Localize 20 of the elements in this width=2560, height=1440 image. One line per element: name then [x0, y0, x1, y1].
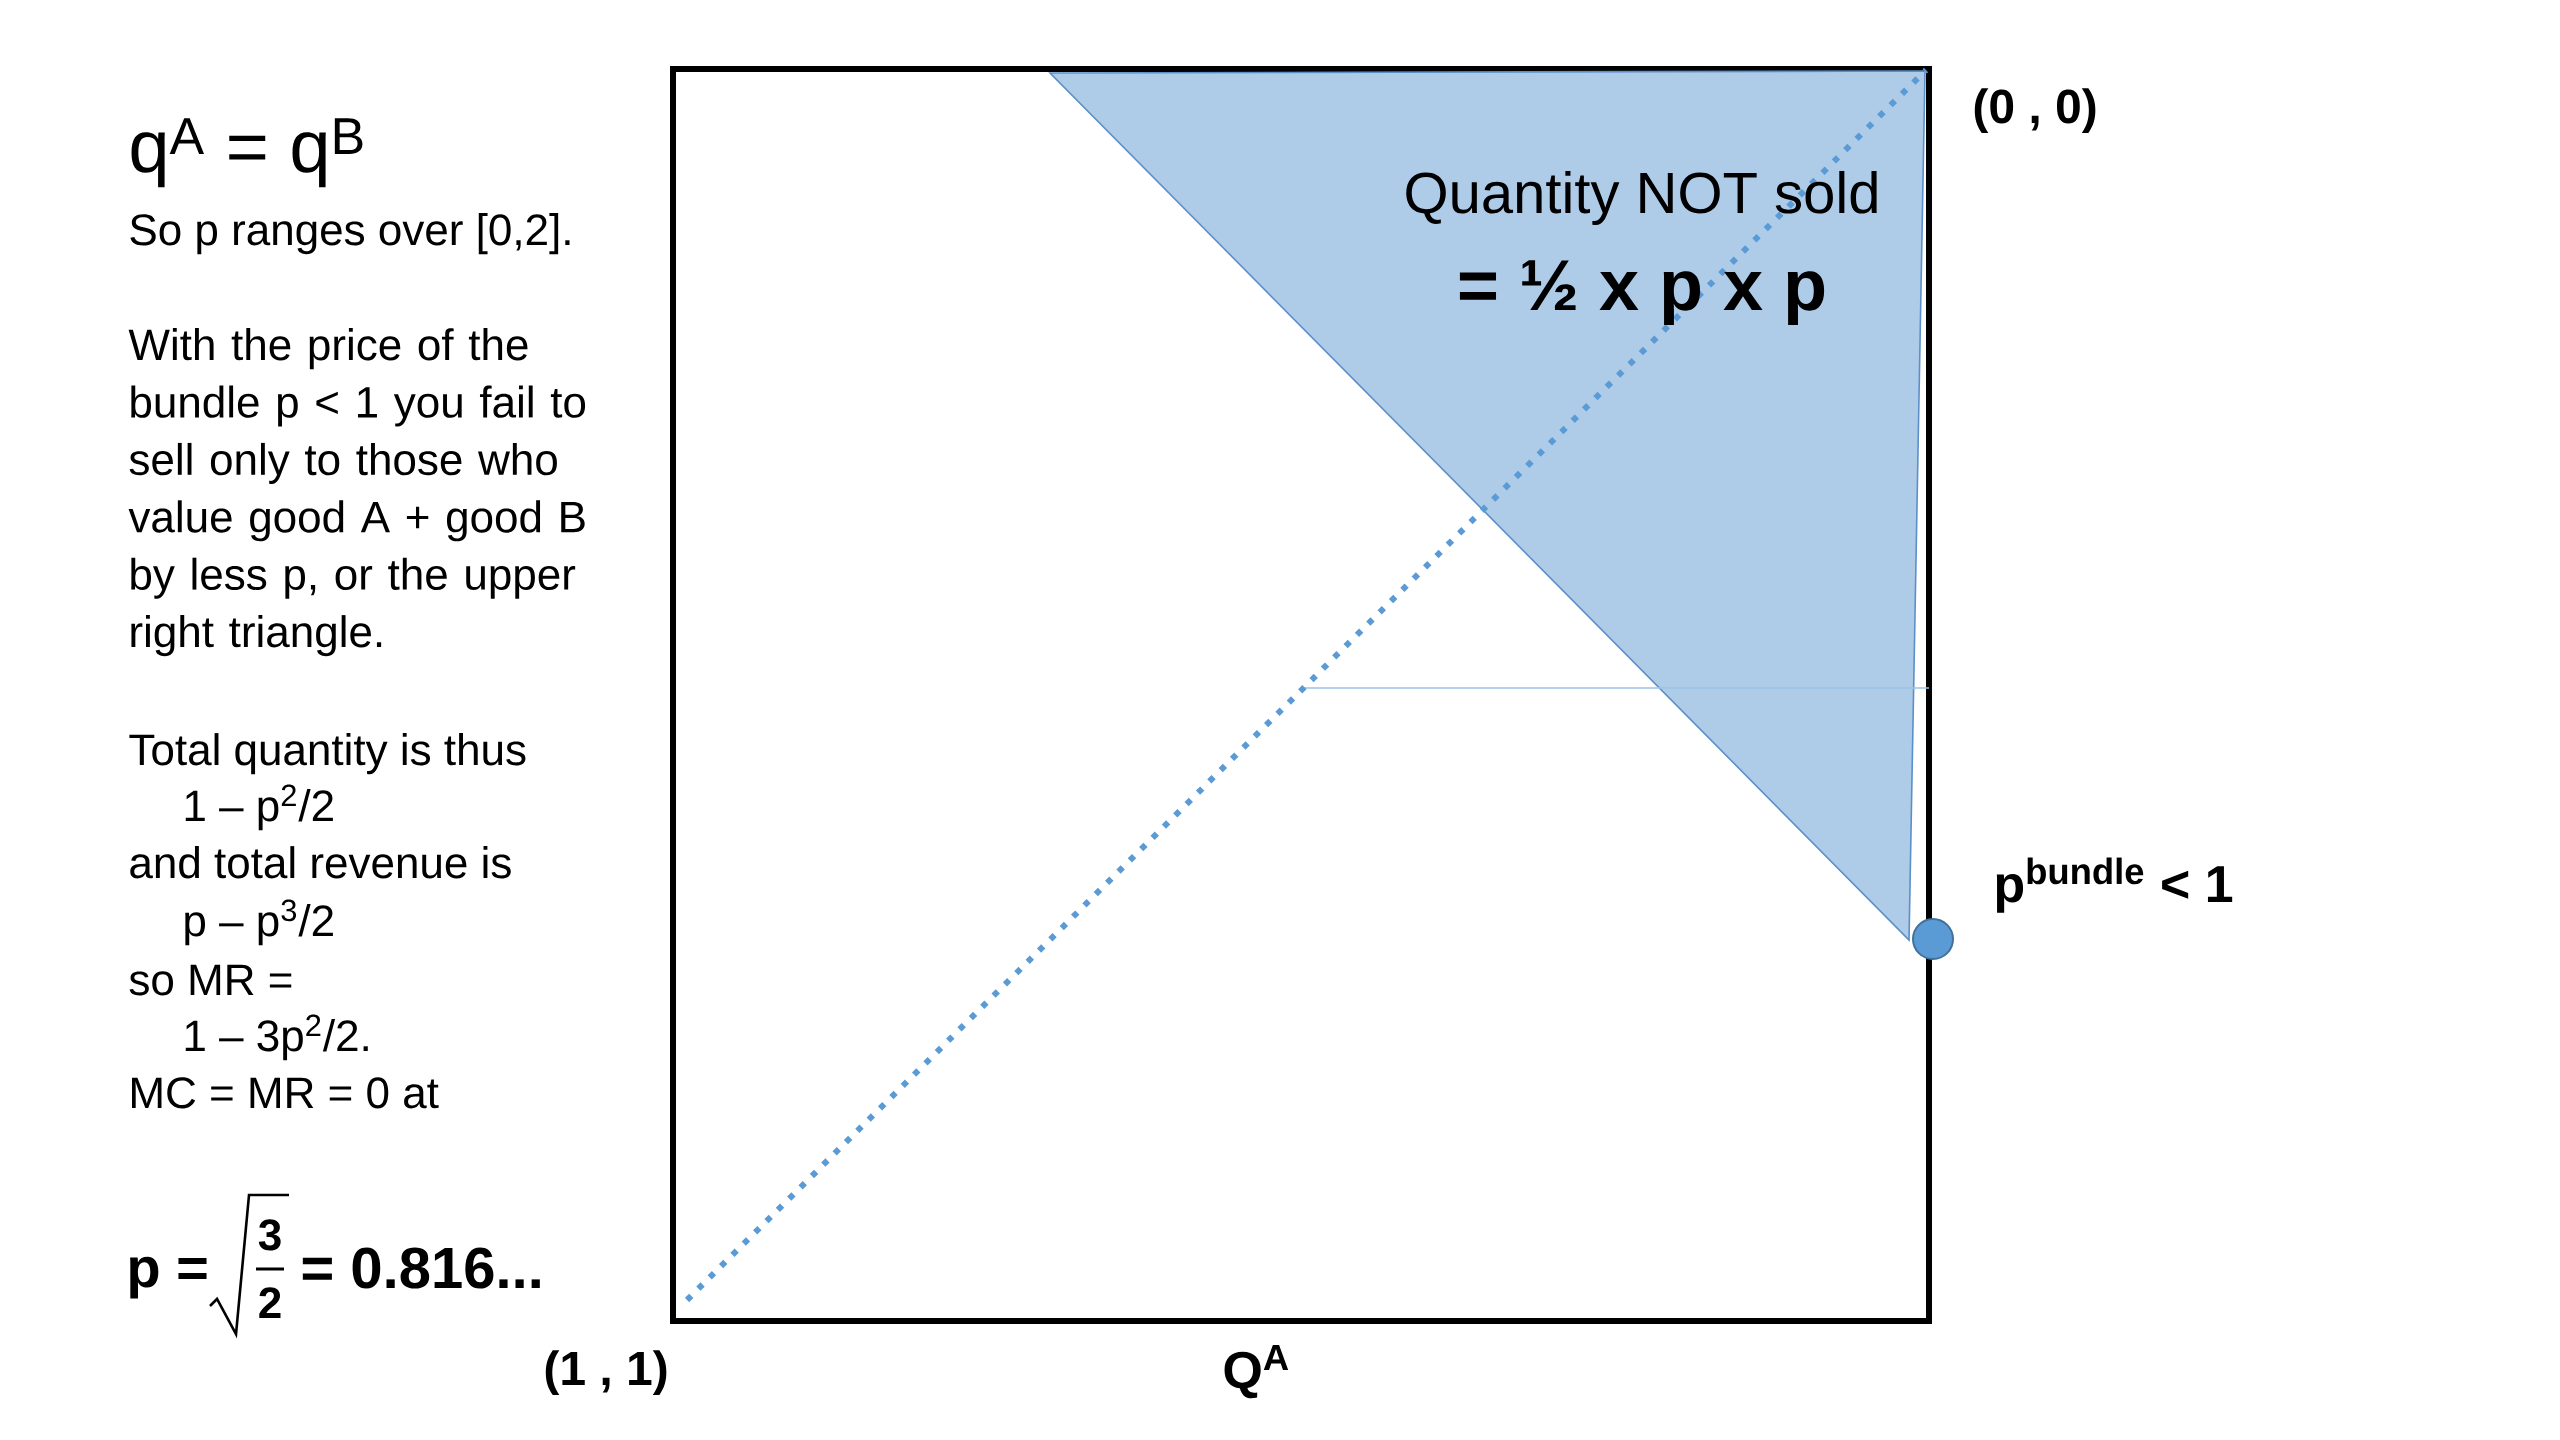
area-formula: = ½ x p x p — [1459, 260, 1825, 325]
body-text: so MR = — [129, 964, 292, 996]
body-text: and total revenue is — [130, 846, 511, 879]
body-text: So p ranges over [0,2]. — [130, 213, 570, 255]
formula-text: = 0.816... — [302, 1247, 540, 1289]
numerator: 3 — [258, 1219, 281, 1251]
body-text: MC = MR = 0 at — [132, 1077, 439, 1109]
formula-line: 1 – p$^{2}$/2 — [185, 784, 333, 831]
formula-text: p = — [130, 1256, 207, 1299]
equation-heading: q$^{A}$ = q$^{B}$ — [131, 118, 363, 188]
denominator: 2 — [259, 1287, 281, 1318]
formula-line: p – p$^{3}$/2 — [185, 899, 333, 946]
corner-label: (0 , 0) — [1974, 88, 2096, 133]
area-label: Quantity NOT sold — [1406, 170, 1877, 226]
body-text: Total quantity is thus — [129, 733, 526, 775]
corner-label: (1 , 1) — [545, 1350, 667, 1395]
axis-label: Q$^{A}$ — [1224, 1344, 1289, 1399]
point-label: p$^{bundle}$ < 1 — [1996, 857, 2233, 913]
paragraph: With the price of the bundle p < 1 you fail to sell only to those who value good A + good B by less p, or the upper right triangle. — [128, 328, 586, 657]
formula-line: 1 – 3p$^{2}$/2. — [185, 1014, 368, 1061]
